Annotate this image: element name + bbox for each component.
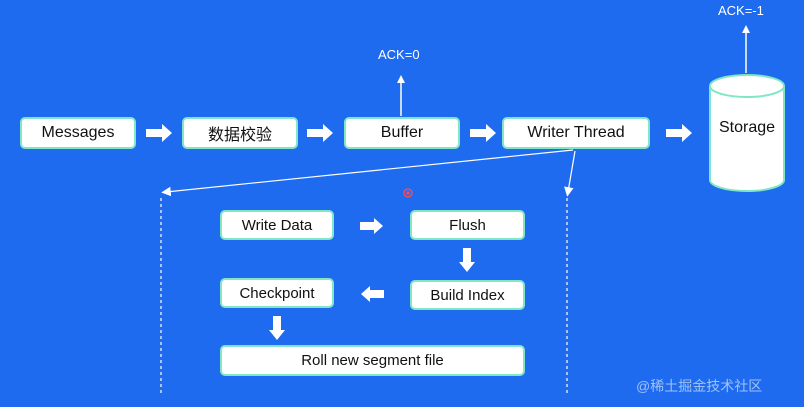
build-index-box: Build Index [410, 280, 525, 310]
ack-arrows [397, 25, 750, 116]
arrow-validation-to-buffer [307, 124, 333, 142]
pipeline-arrows [146, 124, 692, 142]
storage-label: Storage [718, 119, 776, 136]
writer-thread-box: Writer Thread [502, 117, 650, 149]
ack-storage-label: ACK=-1 [718, 3, 764, 18]
roll-segment-box: Roll new segment file [220, 345, 525, 376]
arrow-flush-to-build-index [459, 248, 475, 272]
arrow-checkpoint-to-roll [269, 316, 285, 340]
messages-box: Messages [20, 117, 136, 149]
arrow-buffer-to-writer [470, 124, 496, 142]
flush-box: Flush [410, 210, 525, 240]
arrow-build-index-to-checkpoint [361, 286, 384, 302]
cursor-marker [403, 188, 413, 198]
data-validation-box: 数据校验 [182, 117, 298, 149]
checkpoint-box: Checkpoint [220, 278, 334, 308]
watermark: @稀土掘金技术社区 [636, 378, 763, 394]
ack-buffer-label: ACK=0 [378, 47, 420, 62]
buffer-box: Buffer [344, 117, 460, 149]
arrow-messages-to-validation [146, 124, 172, 142]
write-data-box: Write Data [220, 210, 334, 240]
arrow-writer-to-storage [666, 124, 692, 142]
writer-thread-zoom-lines [160, 149, 576, 396]
arrow-write-to-flush [360, 218, 383, 234]
storage-cylinder [709, 74, 785, 192]
inner-flow-arrows [269, 218, 475, 340]
